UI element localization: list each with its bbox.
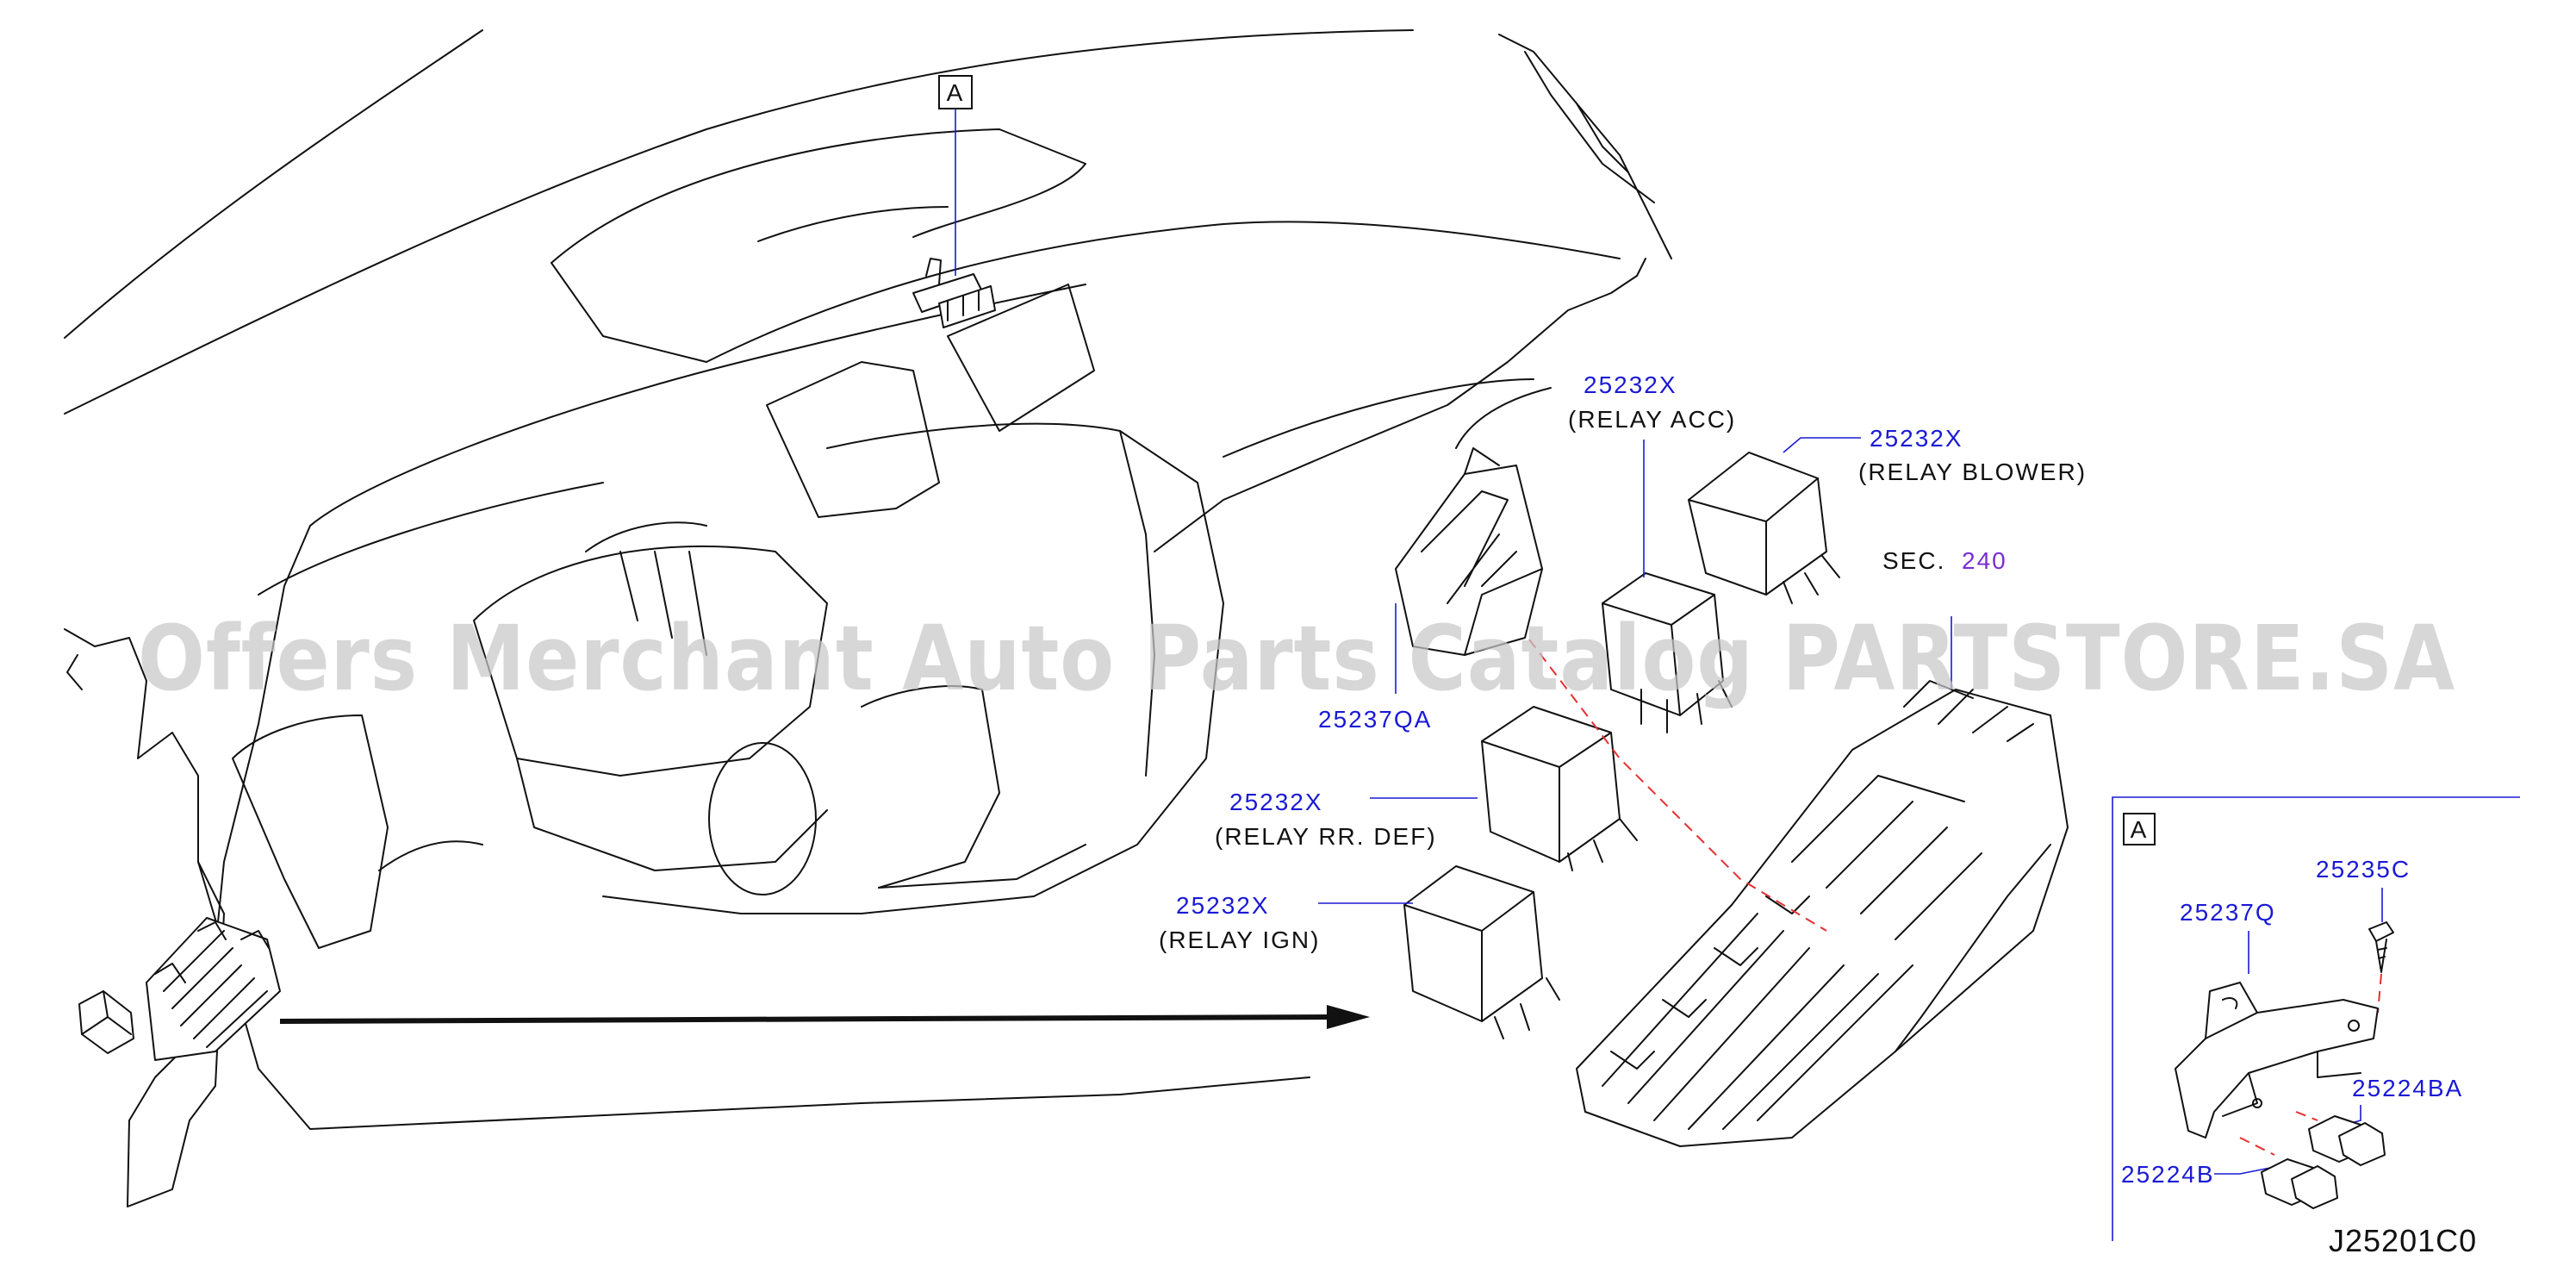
part-number-relay-blower: 25232X: [1870, 425, 1963, 452]
part-number-relay-rr-def: 25232X: [1229, 789, 1323, 815]
callout-a-label: A: [947, 79, 965, 106]
relay-blower: [1688, 452, 1840, 604]
relay-acc: [1602, 572, 1733, 733]
part-desc-relay-ign: (RELAY IGN): [1159, 926, 1320, 953]
callout-a-top: A: [938, 75, 973, 276]
relay-rr-def: [1481, 706, 1638, 871]
part-number-relay-ign: 25232X: [1176, 892, 1270, 919]
inset-callout-a-label: A: [2131, 816, 2149, 843]
part-number-25237qa: 25237QA: [1318, 706, 1432, 733]
inset-part-25224b: 25224B: [2121, 1161, 2215, 1188]
fuse-module-left: [78, 917, 281, 1061]
pointer-arrow: [279, 1005, 1370, 1029]
inset-part-25224ba: 25224BA: [2352, 1075, 2463, 1101]
fuse-block: [1576, 680, 2069, 1147]
inset-part-25237q: 25237Q: [2180, 899, 2276, 926]
inset-a: A 25235C 25237Q 25224BA 25224B: [2112, 796, 2520, 1241]
relay-25237qa: [1395, 447, 1543, 656]
relay-ign: [1403, 865, 1560, 1039]
part-number-relay-acc: 25232X: [1584, 371, 1677, 398]
section-number[interactable]: 240: [1962, 547, 2007, 574]
section-prefix: SEC.: [1882, 547, 1945, 574]
part-desc-relay-rr-def: (RELAY RR. DEF): [1215, 823, 1437, 850]
watermark-text: Offers Merchant Auto Parts Catalog PARTS…: [138, 606, 2455, 711]
inset-part-25235c: 25235C: [2316, 856, 2411, 883]
diagram-code: J25201C0: [2329, 1223, 2477, 1258]
part-desc-relay-acc: (RELAY ACC): [1568, 406, 1736, 433]
guide-dash-main: [1528, 639, 1827, 932]
part-desc-relay-blower: (RELAY BLOWER): [1858, 459, 2087, 485]
